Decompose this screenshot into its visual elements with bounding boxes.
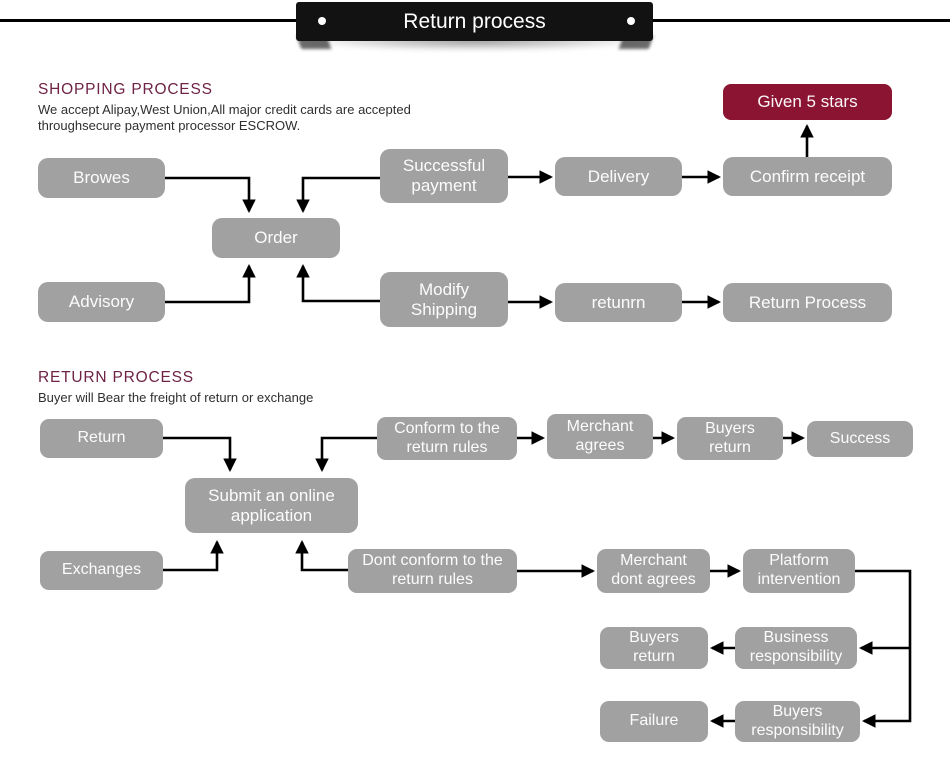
ribbon-dot-icon [627, 17, 635, 25]
return-process-description: Buyer will Bear the freight of return or… [38, 390, 314, 405]
arrow-dont-conform-to-submit [295, 539, 348, 572]
node-return-process: Return Process [723, 283, 892, 322]
node-browes: Browes [38, 158, 165, 198]
arrow-modify-shipping-to-order [296, 263, 380, 303]
arrow-platform-to-buyers-responsibility [855, 569, 912, 728]
node-order: Order [212, 218, 340, 258]
node-given-5-stars: Given 5 stars [723, 84, 892, 120]
arrow-return-to-submit [163, 436, 237, 473]
node-successful-payment: Successful payment [380, 149, 508, 203]
shopping-process-description-line2: throughsecure payment processor ESCROW. [38, 118, 301, 133]
shopping-process-heading: SHOPPING PROCESS [38, 81, 213, 98]
node-merchant-agrees: Merchant agrees [547, 414, 653, 459]
node-buyers-return-fail: Buyers return [600, 627, 708, 669]
shopping-process-description-line1: We accept Alipay,West Union,All major cr… [38, 102, 411, 117]
node-platform-intervention: Platform intervention [743, 549, 855, 593]
ribbon-dot-icon [318, 17, 326, 25]
node-return: Return [40, 419, 163, 458]
node-conform-rules: Conform to the return rules [377, 417, 517, 460]
arrow-payment-to-order [296, 176, 380, 214]
node-retunrn: retunrn [555, 283, 682, 322]
arrow-advisory-to-order [165, 263, 256, 304]
node-failure: Failure [600, 701, 708, 742]
banner-title: Return process [296, 2, 653, 41]
arrow-conform-to-submit [315, 436, 377, 473]
node-confirm-receipt: Confirm receipt [723, 157, 892, 196]
node-delivery: Delivery [555, 157, 682, 196]
return-process-heading: RETURN PROCESS [38, 369, 194, 386]
arrow-exchanges-to-submit [163, 539, 224, 572]
node-buyers-return-success: Buyers return [677, 417, 783, 460]
node-submit-application: Submit an online application [185, 478, 358, 533]
node-success: Success [807, 421, 913, 457]
node-buyers-responsibility: Buyers responsibility [735, 701, 860, 742]
arrow-browes-to-order [165, 176, 256, 214]
node-dont-conform-rules: Dont conform to the return rules [348, 549, 517, 593]
node-business-responsibility: Business responsibility [735, 627, 857, 669]
node-modify-shipping: Modify Shipping [380, 272, 508, 327]
node-merchant-dont-agrees: Merchant dont agrees [597, 549, 710, 593]
node-exchanges: Exchanges [40, 551, 163, 590]
node-advisory: Advisory [38, 282, 165, 322]
